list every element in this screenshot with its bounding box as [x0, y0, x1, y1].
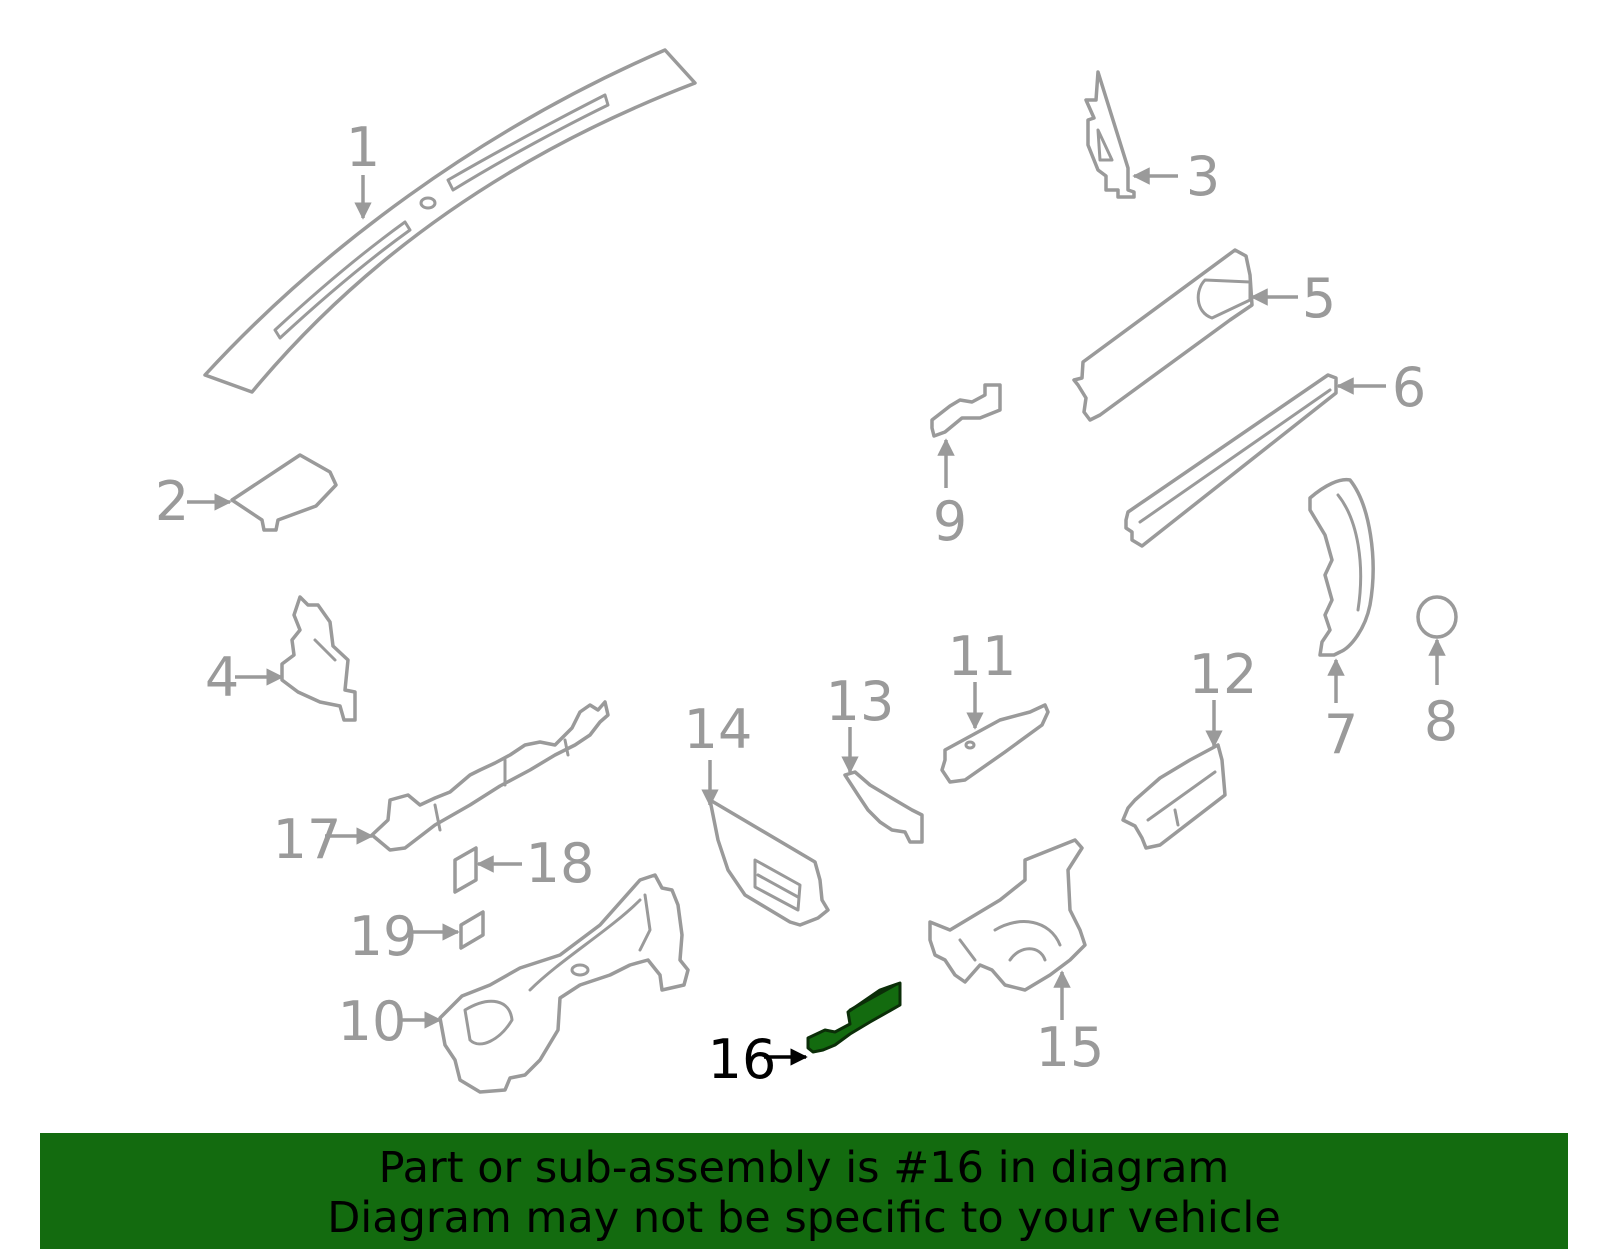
parts-diagram: 1 2 3 4 5 6 7 8: [155, 48, 1458, 1094]
part-11-reinforcement[interactable]: [940, 703, 1050, 784]
callout-1[interactable]: 1: [346, 116, 380, 179]
part-3-bracket[interactable]: [1084, 70, 1136, 199]
callout-10[interactable]: 10: [338, 990, 407, 1053]
callout-14[interactable]: 14: [684, 698, 753, 761]
part-14-panel[interactable]: [708, 798, 830, 927]
banner-disclaimer: Diagram may not be specific to your vehi…: [327, 1193, 1281, 1243]
part-18-plate[interactable]: [453, 846, 478, 894]
callout-15[interactable]: 15: [1036, 1016, 1105, 1079]
part-15-floor-bracket[interactable]: [928, 838, 1087, 992]
part-1-roof-bow[interactable]: [203, 48, 697, 394]
part-8-grommet[interactable]: [1416, 595, 1458, 639]
callout-11[interactable]: 11: [948, 625, 1017, 688]
part-9-bracket[interactable]: [930, 383, 1002, 438]
part-13-bracket[interactable]: [843, 770, 924, 844]
part-2-cap[interactable]: [230, 453, 338, 532]
part-16-highlighted-bracket[interactable]: [806, 981, 902, 1054]
part-4-gusset[interactable]: [280, 595, 357, 722]
callout-19[interactable]: 19: [349, 905, 418, 968]
callout-4[interactable]: 4: [205, 646, 239, 709]
part-5-rail[interactable]: [1072, 248, 1254, 422]
info-banner: Part or sub-assembly is #16 in diagram D…: [40, 1133, 1568, 1249]
callout-17[interactable]: 17: [273, 808, 342, 871]
callout-18[interactable]: 18: [526, 832, 595, 895]
part-12-bracket[interactable]: [1121, 743, 1227, 850]
callout-5[interactable]: 5: [1302, 267, 1336, 330]
part-19-patch[interactable]: [459, 910, 485, 950]
callout-16[interactable]: 16: [708, 1028, 777, 1091]
callout-12[interactable]: 12: [1189, 643, 1258, 706]
callout-13[interactable]: 13: [826, 670, 895, 733]
part-17-rail-bracket[interactable]: [370, 700, 610, 852]
callout-3[interactable]: 3: [1186, 145, 1220, 208]
callout-7[interactable]: 7: [1324, 703, 1358, 766]
callout-2[interactable]: 2: [155, 470, 189, 533]
banner-part-note: Part or sub-assembly is #16 in diagram: [378, 1143, 1230, 1193]
callout-9[interactable]: 9: [933, 490, 967, 553]
part-6-channel[interactable]: [1124, 373, 1338, 548]
callout-6[interactable]: 6: [1392, 356, 1426, 419]
part-7-pillar[interactable]: [1308, 477, 1375, 657]
callout-8[interactable]: 8: [1424, 690, 1458, 753]
part-10-wheelhouse[interactable]: [438, 873, 690, 1094]
